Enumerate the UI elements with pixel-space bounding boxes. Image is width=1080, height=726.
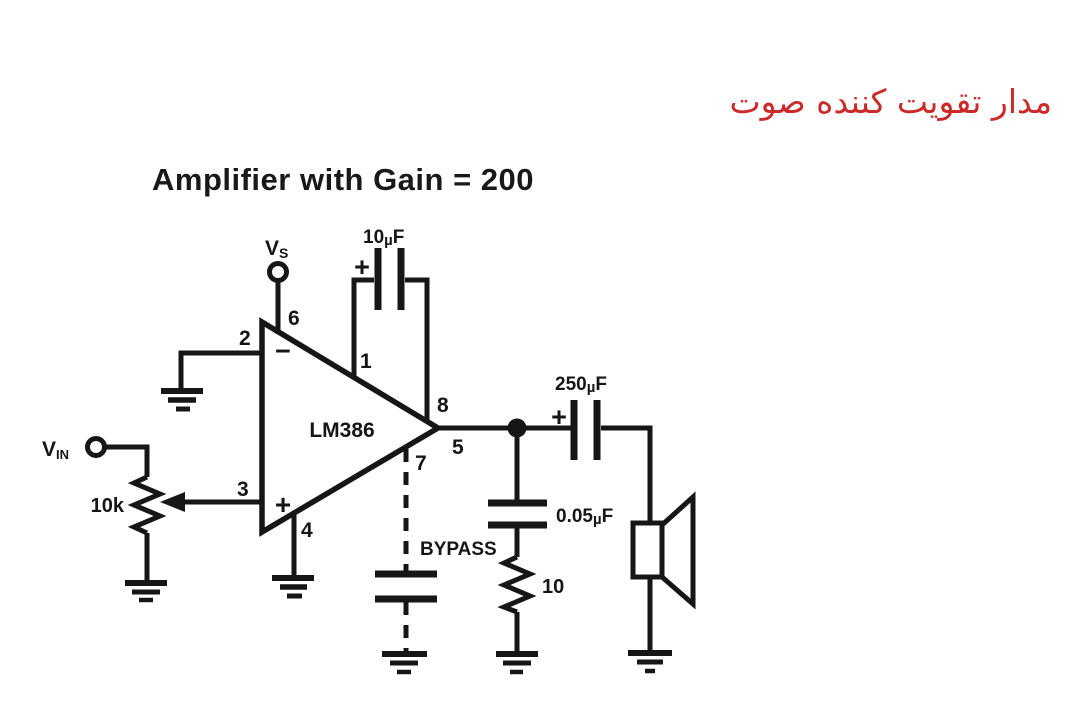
bypass-net: BYPASS [375, 449, 497, 675]
ground-icon [382, 651, 427, 675]
pin-1-label: 1 [360, 350, 372, 373]
pin-labels: 2 6 1 8 5 7 3 4 [237, 307, 464, 542]
speaker-cone-icon [660, 491, 696, 610]
output-net: + 250µF [438, 374, 653, 525]
ground-icon [496, 651, 538, 675]
cap-plus-icon: + [551, 402, 567, 432]
pin-8-label: 8 [437, 394, 449, 417]
wiper-arrow-icon [160, 492, 185, 512]
pin4-ground-net [272, 512, 314, 599]
cap-plus-icon: + [354, 252, 370, 282]
pin-6-label: 6 [288, 307, 300, 330]
pin-3-label: 3 [237, 478, 249, 501]
vs-terminal-icon [267, 261, 289, 283]
noninverting-plus-icon: + [275, 489, 291, 520]
page-title: Amplifier with Gain = 200 [152, 162, 535, 197]
speaker-icon [630, 520, 665, 580]
pin-4-label: 4 [301, 519, 313, 542]
opamp-triangle: LM386 − + [259, 317, 444, 537]
vs-terminal: VS [265, 237, 289, 334]
vin-input-net: VIN 10k [42, 436, 262, 603]
potentiometer-icon [127, 474, 167, 536]
ground-icon [628, 650, 672, 674]
pin2-ground-net [161, 350, 262, 412]
vs-label: VS [265, 237, 288, 261]
speaker-net [628, 491, 696, 674]
output-cap-value: 250µF [555, 374, 607, 396]
inverting-minus-icon: − [275, 336, 291, 366]
ground-icon [125, 580, 167, 603]
snubber-net: 0.05µF 10 [488, 428, 613, 675]
pin-5-label: 5 [452, 436, 464, 459]
pot-value-label: 10k [91, 495, 125, 517]
persian-heading: مدار تقویت کننده صوت [729, 82, 1052, 121]
snubber-res-value: 10 [542, 576, 564, 598]
bypass-label: BYPASS [420, 539, 497, 560]
ground-icon [272, 575, 314, 599]
gain-cap-value: 10µF [363, 227, 404, 249]
opamp-label: LM386 [309, 419, 374, 442]
ground-icon [161, 388, 203, 412]
vin-label: VIN [42, 438, 69, 462]
pin-7-label: 7 [415, 452, 427, 475]
gain-capacitor-net: + 10µF [351, 227, 430, 421]
pin-2-label: 2 [239, 327, 251, 350]
snubber-cap-value: 0.05µF [556, 506, 613, 528]
vin-terminal-icon [85, 436, 107, 458]
resistor-icon [497, 554, 537, 615]
